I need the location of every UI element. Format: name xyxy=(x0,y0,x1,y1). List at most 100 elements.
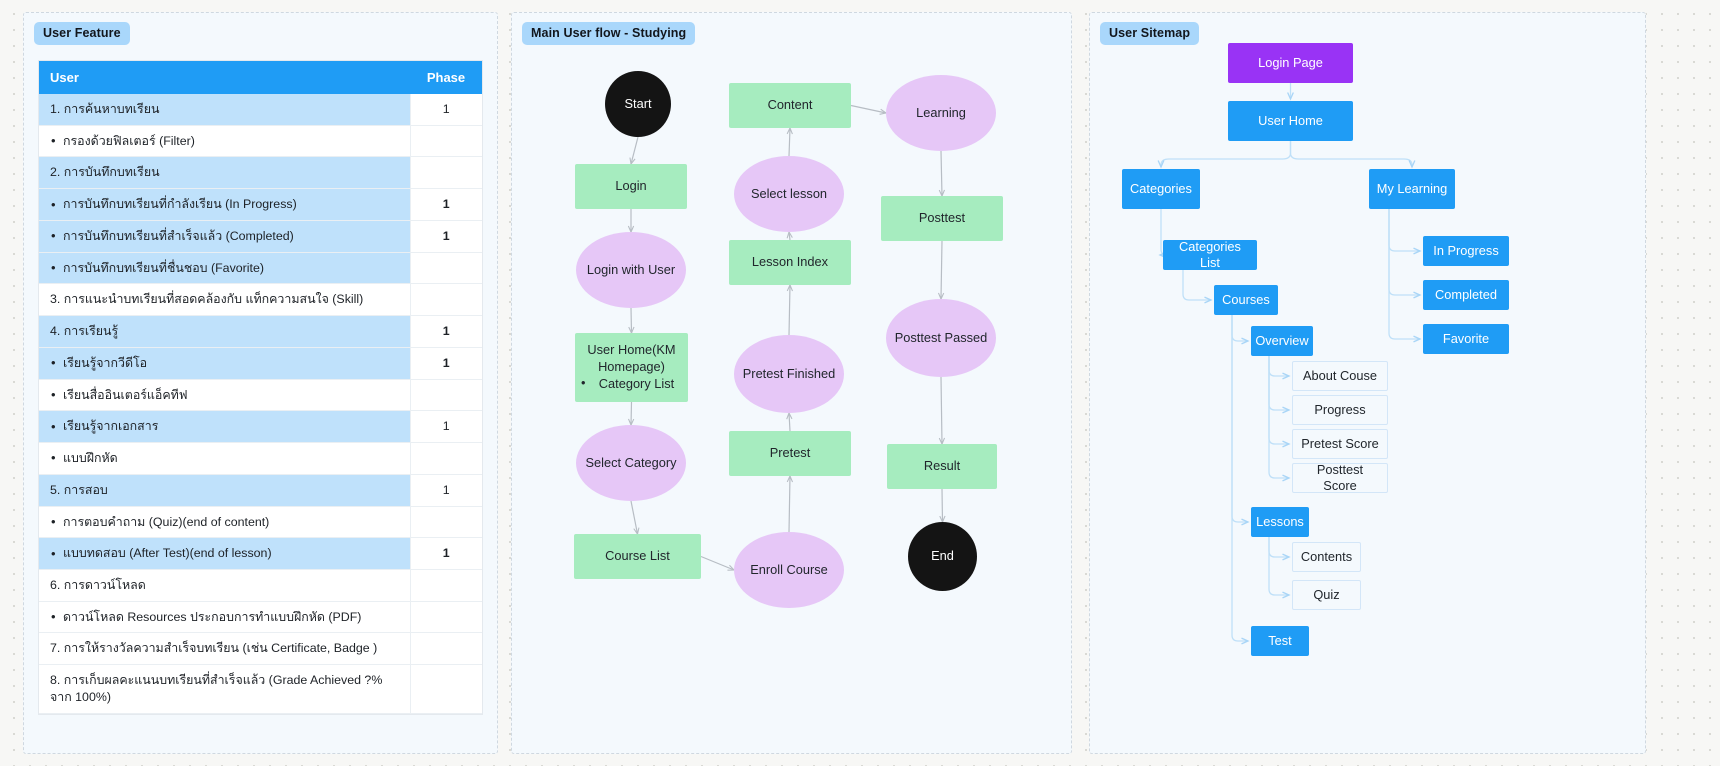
flow-node-lesson-index[interactable]: Lesson Index xyxy=(729,240,851,285)
table-row: การตอบคำถาม (Quiz)(end of content) xyxy=(39,506,482,539)
feature-phase xyxy=(410,632,482,666)
sitemap-edge-courses-to-overview xyxy=(1231,315,1250,345)
feature-phase xyxy=(410,442,482,475)
sitemap-node-courses[interactable]: Courses xyxy=(1214,285,1278,315)
table-row: การบันทึกบทเรียนที่ชื่นชอบ (Favorite) xyxy=(39,252,482,285)
flow-edges-layer xyxy=(627,104,946,571)
feature-phase xyxy=(410,156,482,190)
flow-node-label: Learning xyxy=(916,104,966,120)
flow-node-login-user[interactable]: Login with User xyxy=(576,232,686,308)
column-header-phase: Phase xyxy=(410,61,482,94)
flow-node-label: Select Category xyxy=(585,454,677,470)
feature-phase: 1 xyxy=(410,410,482,444)
table-row: การบันทึกบทเรียนที่กำลังเรียน (In Progre… xyxy=(39,188,482,221)
sitemap-node-quiz[interactable]: Quiz xyxy=(1292,580,1361,610)
flow-node-start[interactable]: Start xyxy=(605,71,671,137)
flow-node-posttest-pass[interactable]: Posttest Passed xyxy=(886,299,996,377)
flow-node-label: Posttest xyxy=(918,210,966,226)
sitemap-node-categories[interactable]: Categories xyxy=(1122,169,1200,209)
flow-node-label: Lesson Index xyxy=(751,254,829,270)
sitemap-node-test[interactable]: Test xyxy=(1251,626,1309,656)
sitemap-node-overview[interactable]: Overview xyxy=(1251,326,1313,356)
flow-edge-pretest-to-pretest-fin xyxy=(786,411,793,432)
flow-node-label: Content xyxy=(767,97,813,113)
flow-node-login[interactable]: Login xyxy=(575,164,687,209)
feature-label: 6. การดาวน์โหลด xyxy=(39,569,411,602)
sitemap-node-my-learning[interactable]: My Learning xyxy=(1369,169,1455,209)
sitemap-edge-courses-to-lessons xyxy=(1231,315,1250,526)
flow-node-select-lesson[interactable]: Select lesson xyxy=(734,156,844,232)
sitemap-node-about-course[interactable]: About Couse xyxy=(1292,361,1388,391)
sitemap-node-label: My Learning xyxy=(1376,181,1448,196)
sitemap-node-contents[interactable]: Contents xyxy=(1292,542,1361,572)
flow-node-learning[interactable]: Learning xyxy=(886,75,996,151)
flow-node-enroll[interactable]: Enroll Course xyxy=(734,532,844,608)
flow-node-label: End xyxy=(931,548,954,564)
feature-label: 1. การค้นหาบทเรียน xyxy=(39,94,411,126)
feature-label: 8. การเก็บผลคะแนนบทเรียนที่สำเร็จแล้ว (G… xyxy=(39,664,411,714)
feature-label: 5. การสอบ xyxy=(39,474,411,507)
feature-label: กรองด้วยฟิลเตอร์ (Filter) xyxy=(39,125,411,158)
flow-node-label: Pretest Finished xyxy=(742,365,836,381)
sitemap-node-label: Pretest Score xyxy=(1301,436,1379,451)
flow-edge-login-user-to-user-home xyxy=(628,307,635,335)
table-row: แบบทดสอบ (After Test)(end of lesson)1 xyxy=(39,537,482,571)
sitemap-node-in-progress[interactable]: In Progress xyxy=(1423,236,1509,266)
sitemap-node-progress[interactable]: Progress xyxy=(1292,395,1388,425)
flow-node-label: Select lesson xyxy=(750,185,828,201)
flow-edge-select-lesson-to-content xyxy=(786,126,793,157)
feature-label: 3. การแนะนำบทเรียนที่สอดคล้องกับ แท็กควา… xyxy=(39,283,411,317)
feature-phase: 1 xyxy=(410,188,482,221)
flow-node-pretest[interactable]: Pretest xyxy=(729,431,851,476)
feature-label: เรียนสื่ออินเตอร์แอ็คทีฟ xyxy=(39,379,411,412)
flow-node-user-home[interactable]: User Home(KM Homepage)Category List xyxy=(575,333,688,402)
sitemap-edge-overview-to-posttest-score xyxy=(1268,356,1291,482)
sitemap-node-favorite[interactable]: Favorite xyxy=(1423,324,1509,354)
column-header-user: User xyxy=(39,61,410,94)
panel-user-feature[interactable]: User Feature User Phase 1. การค้นหาบทเรี… xyxy=(23,12,498,754)
table-row: การบันทึกบทเรียนที่สำเร็จแล้ว (Completed… xyxy=(39,220,482,253)
flow-edge-posttest-to-posttest-pass xyxy=(937,240,945,301)
flow-node-content[interactable]: Content xyxy=(729,83,851,128)
sitemap-node-user-home[interactable]: User Home xyxy=(1228,101,1353,141)
sitemap-edge-overview-to-progress xyxy=(1268,356,1291,414)
flow-node-label: Login with User xyxy=(586,261,676,277)
feature-phase xyxy=(410,283,482,317)
feature-phase xyxy=(410,125,482,158)
flow-node-course-list[interactable]: Course List xyxy=(574,534,701,579)
flow-node-label: User Home(KM Homepage) xyxy=(587,342,676,375)
sitemap-edge-user-home-to-my-learning xyxy=(1289,141,1416,169)
table-row: 8. การเก็บผลคะแนนบทเรียนที่สำเร็จแล้ว (G… xyxy=(39,664,482,714)
sitemap-node-label: Lessons xyxy=(1256,514,1304,529)
user-feature-table: User Phase 1. การค้นหาบทเรียน1กรองด้วยฟิ… xyxy=(39,61,482,714)
sitemap-node-categories-list[interactable]: Categories List xyxy=(1163,239,1257,270)
panel-title-user-sitemap: User Sitemap xyxy=(1100,22,1200,45)
flow-node-posttest[interactable]: Posttest xyxy=(881,196,1003,241)
flow-node-select-cat[interactable]: Select Category xyxy=(576,425,686,501)
sitemap-node-posttest-score[interactable]: Posttest Score xyxy=(1292,462,1388,493)
feature-label: การบันทึกบทเรียนที่กำลังเรียน (In Progre… xyxy=(39,188,411,221)
panel-title-user-feature: User Feature xyxy=(34,22,130,45)
sitemap-node-login-page[interactable]: Login Page xyxy=(1228,43,1353,83)
flow-node-pretest-fin[interactable]: Pretest Finished xyxy=(734,335,844,413)
flow-node-end[interactable]: End xyxy=(908,522,977,591)
flow-node-result[interactable]: Result xyxy=(887,444,997,489)
table-row: 6. การดาวน์โหลด xyxy=(39,569,482,602)
sitemap-node-completed[interactable]: Completed xyxy=(1423,280,1509,310)
flow-node-label: Result xyxy=(923,458,961,474)
sitemap-node-pretest-score[interactable]: Pretest Score xyxy=(1292,429,1388,459)
table-row: เรียนรู้จากวีดีโอ1 xyxy=(39,347,482,380)
sitemap-node-lessons[interactable]: Lessons xyxy=(1251,507,1309,537)
sitemap-node-label: Overview xyxy=(1255,333,1309,348)
flow-edge-select-cat-to-course-list xyxy=(630,500,640,536)
sitemap-node-label: User Home xyxy=(1258,113,1323,128)
sitemap-edge-categories-list-to-courses xyxy=(1182,270,1213,304)
sitemap-edge-overview-to-pretest-score xyxy=(1268,356,1291,448)
sitemap-node-label: Login Page xyxy=(1258,55,1323,70)
table-header-row: User Phase xyxy=(39,61,482,94)
